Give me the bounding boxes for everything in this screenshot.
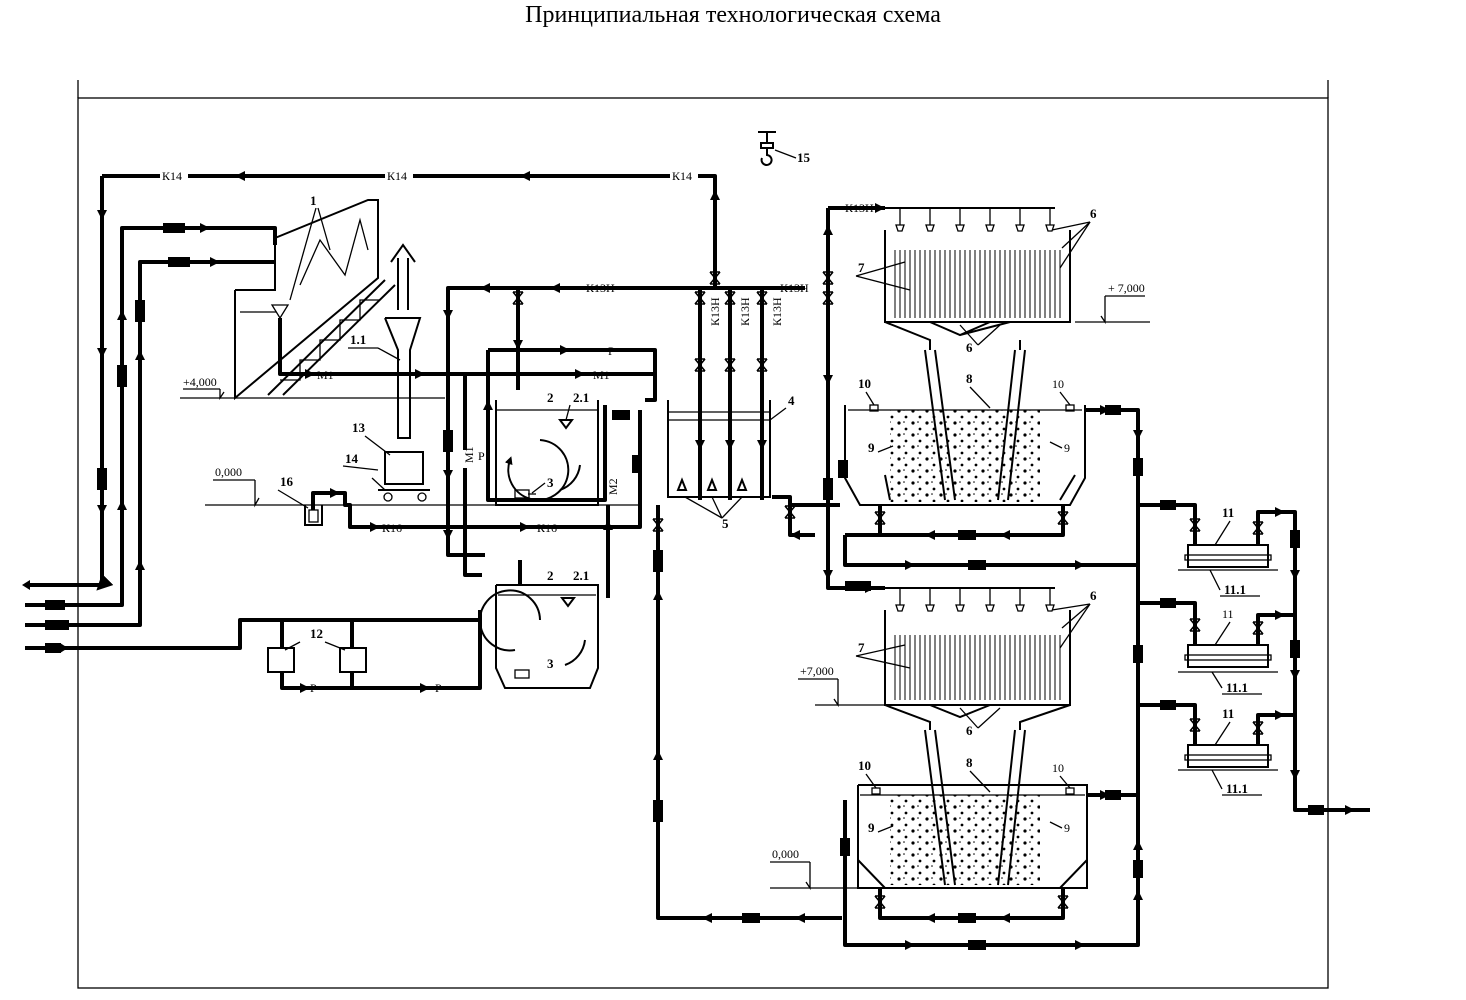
pipe-tags (45, 223, 1324, 950)
label-11-c: 11 (1222, 706, 1234, 721)
k16-label-1: К16 (382, 521, 402, 535)
k14-line: К14 К14 К14 (102, 169, 721, 290)
pump-16: К16 К16 16 (277, 410, 642, 535)
label-14: 14 (345, 451, 359, 466)
tank-4: 4 5 (667, 393, 840, 540)
k13n-label-1: К13Н (586, 281, 615, 295)
page-title: Принципиальная технологическая схема (525, 2, 941, 28)
label-9-upper-left: 9 (868, 440, 875, 455)
label-2-upper: 2 (547, 390, 554, 405)
k16-label-2: К16 (537, 521, 557, 535)
label-15: 15 (797, 150, 811, 165)
pumps-12: Р Р 12 (267, 610, 482, 695)
k14-label-1: К14 (162, 169, 182, 183)
k13n-label-v1: К13Н (708, 297, 722, 326)
label-10-lower-left: 10 (858, 758, 871, 773)
k13n-line-top: К13Н К13Н К13Н К13Н К13Н (443, 281, 809, 500)
label-2-1-lower: 2.1 (573, 568, 589, 583)
label-3-upper: 3 (547, 475, 554, 490)
label-10-upper-left: 10 (858, 376, 871, 391)
label-6-lower-mid: 6 (966, 723, 973, 738)
crane-15: 15 (758, 131, 811, 166)
level-upper-left: +4,000 (183, 375, 217, 389)
p-label-v1: Р (478, 449, 485, 463)
k14-label-3: К14 (672, 169, 692, 183)
level-upper-right-top: + 7,000 (1108, 281, 1145, 295)
label-12: 12 (310, 626, 323, 641)
label-13: 13 (352, 420, 366, 435)
m2-label: М2 (606, 478, 620, 495)
k13n-label-3: К13Н (845, 201, 874, 215)
label-7-lower: 7 (858, 640, 865, 655)
label-11-1-c: 11.1 (1226, 781, 1248, 796)
label-6-top: 6 (1090, 206, 1097, 221)
label-2-lower: 2 (547, 568, 554, 583)
label-1-1: 1.1 (350, 332, 366, 347)
label-9-lower-left: 9 (868, 820, 875, 835)
label-6-mid: 6 (966, 340, 973, 355)
inlet-pipes (22, 176, 480, 653)
tank-2-lower: 2 2.1 3 М2 (479, 478, 620, 689)
k13n-label-v3: К13Н (770, 297, 784, 326)
p-label-2: Р (310, 681, 317, 695)
label-6-lower-top: 6 (1090, 588, 1097, 603)
drawing-frame (77, 97, 1329, 989)
basin-upper: 10 8 10 9 9 (843, 371, 1143, 935)
label-3-lower: 3 (547, 656, 554, 671)
label-11-1-b: 11.1 (1226, 680, 1248, 695)
k13n-label-2: К13Н (780, 281, 809, 295)
level-upper-right-bottom: +7,000 (800, 664, 834, 678)
level-ground-left: 0,000 (215, 465, 242, 479)
label-1: 1 (310, 193, 317, 208)
label-16: 16 (280, 474, 294, 489)
m1-label-2: М1 (593, 368, 610, 382)
filters-11: 11 11.1 11 11.1 11 11.1 (1138, 500, 1370, 815)
k13n-label-v2: К13Н (738, 297, 752, 326)
basin-lower: 10 8 10 9 9 0,000 (770, 650, 1143, 950)
level-ground-right: 0,000 (772, 847, 799, 861)
label-11-b: 11 (1222, 607, 1234, 621)
m1-label-vertical: М1 (462, 446, 476, 463)
label-7-top: 7 (858, 260, 865, 275)
return-riser (652, 505, 842, 923)
label-8-upper: 8 (966, 371, 973, 386)
p-label-3: Р (435, 681, 442, 695)
tank-2-upper: 2 2.1 3 (495, 390, 599, 506)
hopper-1-1: 1.1 13 14 (342, 317, 430, 502)
label-9-lower-right: 9 (1064, 821, 1070, 835)
label-10-upper-right: 10 (1052, 377, 1064, 391)
k14-label-2: К14 (387, 169, 407, 183)
label-4: 4 (788, 393, 795, 408)
m1-label-1: М1 (317, 368, 334, 382)
label-8-lower: 8 (966, 755, 973, 770)
label-9-upper-right: 9 (1064, 441, 1070, 455)
label-5: 5 (722, 516, 729, 531)
label-11-1-a: 11.1 (1224, 582, 1246, 597)
p-label-1: Р (608, 344, 615, 358)
label-11-a: 11 (1222, 505, 1234, 520)
label-2-1-upper: 2.1 (573, 390, 589, 405)
label-10-lower-right: 10 (1052, 761, 1064, 775)
